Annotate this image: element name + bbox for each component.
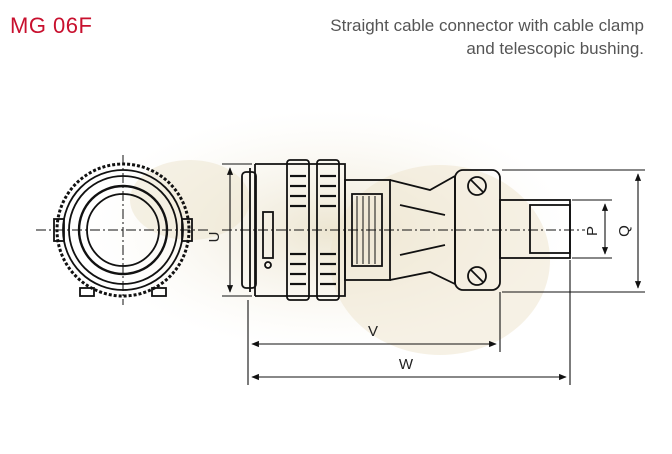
front-view-centerlines xyxy=(36,155,210,305)
model-code: MG 06F xyxy=(10,13,93,38)
dimension-label-u: U xyxy=(206,232,223,243)
dimension-label-p: P xyxy=(584,226,601,236)
dimension-lines xyxy=(222,163,645,385)
dimension-label-q: Q xyxy=(616,225,633,237)
knurl-pattern xyxy=(290,174,336,286)
background-photo-shading xyxy=(90,110,570,355)
dimension-labels: U P Q V W xyxy=(206,225,633,373)
dimension-label-v: V xyxy=(368,323,378,340)
description-line-2: and telescopic bushing. xyxy=(466,39,644,59)
product-description: Straight cable connector with cable clam… xyxy=(264,14,644,61)
description-line-1: Straight cable connector with cable clam… xyxy=(330,16,644,35)
dimension-label-w: W xyxy=(399,356,414,373)
clamp-screws xyxy=(470,179,484,283)
side-view xyxy=(241,159,571,301)
